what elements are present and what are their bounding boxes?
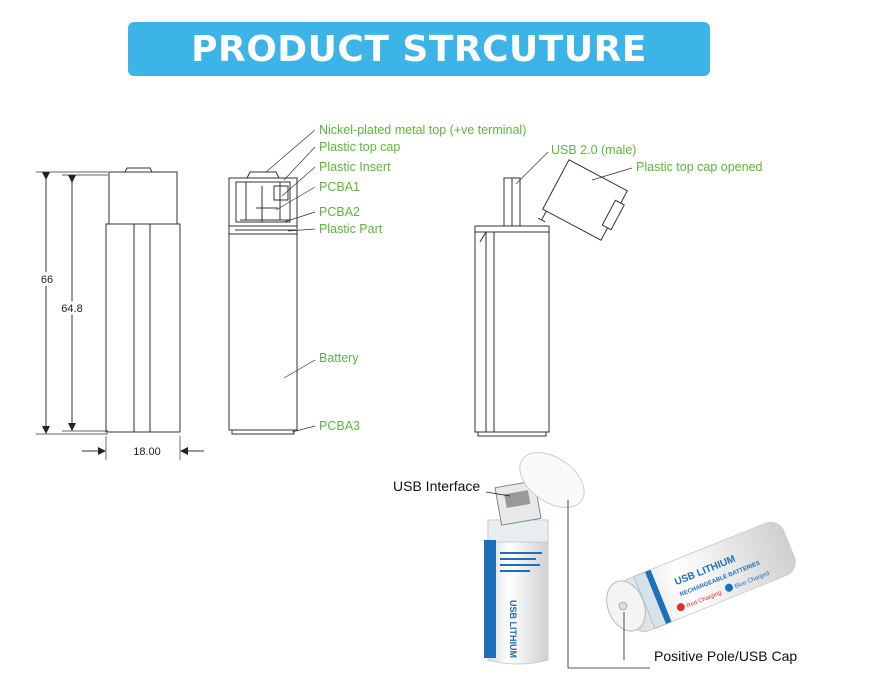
dim-height-outer: 66	[41, 274, 53, 286]
red-status-icon	[676, 603, 685, 612]
dim-height-inner: 64.8	[61, 303, 82, 315]
label-positive-pole: Positive Pole/USB Cap	[654, 648, 797, 664]
label-usb-male: USB 2.0 (male)	[551, 143, 636, 157]
battery-photo-upright: USB LITHIUM	[484, 452, 585, 665]
label-plastic-insert: Plastic Insert	[319, 160, 391, 174]
label-pcba2: PCBA2	[319, 205, 360, 219]
label-plastic-part: Plastic Part	[319, 222, 383, 236]
label-pcba3: PCBA3	[319, 419, 360, 433]
label-nickel-top: Nickel-plated metal top (+ve terminal)	[319, 123, 526, 137]
label-pcba1: PCBA1	[319, 180, 360, 194]
dim-width: 18.00	[133, 446, 161, 458]
title-banner: PRODUCT STRCUTURE	[128, 22, 710, 76]
blue-status-icon	[724, 583, 733, 592]
label-usb-interface: USB Interface	[393, 478, 480, 494]
label-plastic-top-cap: Plastic top cap	[319, 140, 400, 154]
label-cap-opened: Plastic top cap opened	[636, 160, 763, 174]
battery-photo-lying: USB LITHIUM RECHARGEABLE BATTERIES Red C…	[606, 521, 796, 633]
label-battery: Battery	[319, 351, 359, 365]
battery-cross-section	[228, 171, 298, 435]
positive-pole-icon	[618, 601, 628, 611]
battery-brand-upright: USB LITHIUM	[508, 600, 518, 658]
page-title: PRODUCT STRCUTURE	[191, 28, 647, 70]
battery-cap-opened-view	[474, 159, 628, 437]
